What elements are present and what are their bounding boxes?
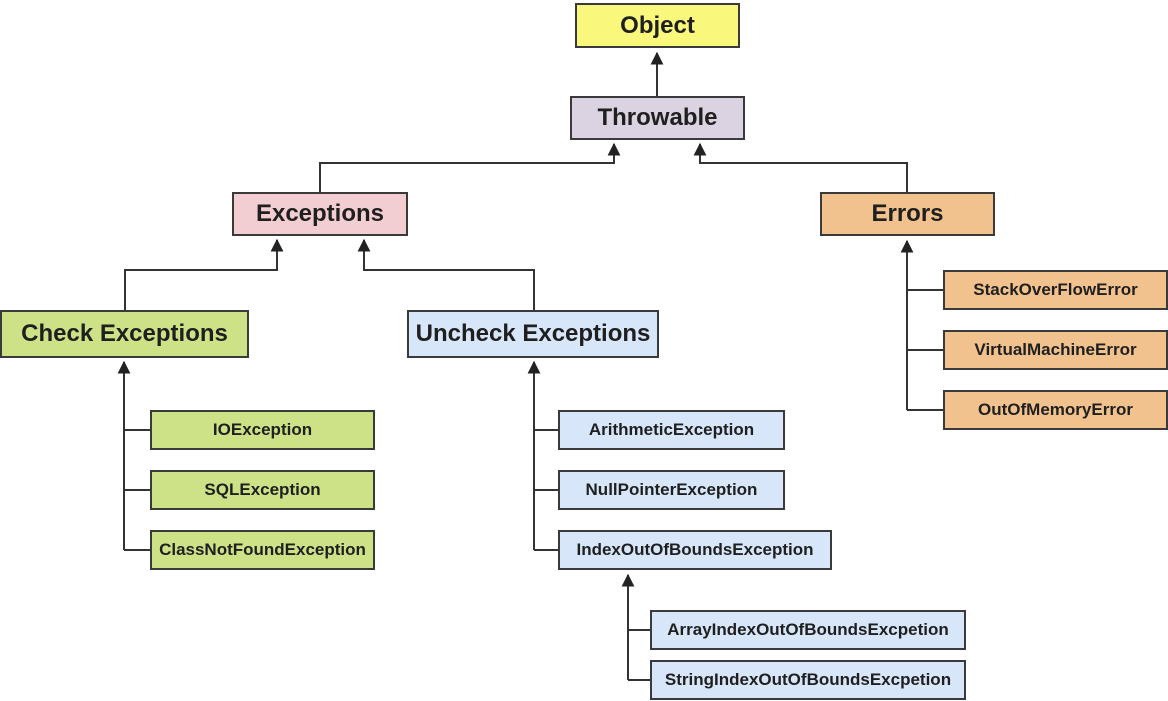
node-out-of-memory-error: OutOfMemoryError [943,390,1168,430]
node-index-out-of-bounds-exception: IndexOutOfBoundsException [558,530,832,570]
edge-uncheck-children [527,360,558,551]
node-object: Object [575,3,740,48]
edge-errors-throwable [693,142,908,192]
node-string-index-out-of-bounds: StringIndexOutOfBoundsExcpetion [650,660,966,700]
node-sql-exception: SQLException [150,470,375,510]
node-check-exceptions: Check Exceptions [0,310,249,358]
edge-errors-children [900,239,943,411]
node-stack-overflow-error: StackOverFlowError [943,270,1168,310]
node-uncheck-exceptions: Uncheck Exceptions [407,310,659,358]
node-errors: Errors [820,192,995,236]
edge-check-children [117,360,150,551]
node-virtual-machine-error: VirtualMachineError [943,330,1168,370]
edge-exceptions-throwable [319,142,621,192]
edge-check-exceptions [124,238,284,310]
node-array-index-out-of-bounds: ArrayIndexOutOfBoundsExcpetion [650,610,966,650]
node-exceptions: Exceptions [232,192,408,236]
node-class-not-found-exception: ClassNotFoundException [150,530,375,570]
node-null-pointer-exception: NullPointerException [558,470,785,510]
node-throwable: Throwable [570,96,745,140]
edge-uncheck-exceptions [357,238,535,310]
node-io-exception: IOException [150,410,375,450]
edge-indexoob-children [621,573,650,681]
node-arithmetic-exception: ArithmeticException [558,410,785,450]
